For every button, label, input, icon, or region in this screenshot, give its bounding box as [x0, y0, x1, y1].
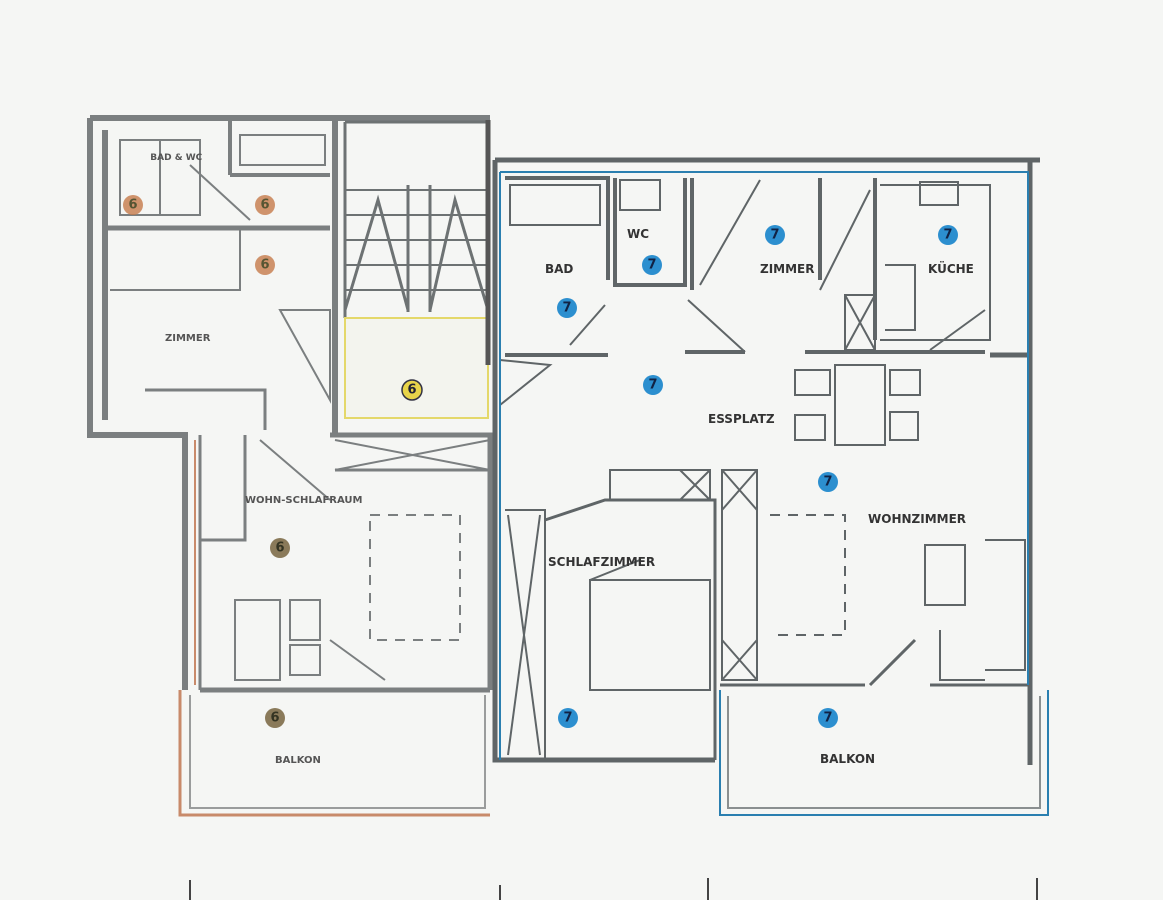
left-balcony-outline [178, 690, 490, 817]
marker-right-kueche: 7 [938, 225, 958, 245]
svg-text:7: 7 [648, 378, 657, 393]
label-left-zimmer: ZIMMER [165, 333, 211, 344]
marker-left-zimmer: 6 [255, 255, 275, 275]
marker-right-bad: 7 [557, 298, 577, 318]
label-zimmer: ZIMMER [760, 262, 815, 276]
marker-right-schlaf: 7 [558, 708, 578, 728]
label-bad: BAD [545, 262, 573, 276]
stair-landing [344, 317, 489, 419]
svg-text:7: 7 [823, 711, 832, 726]
room-markers: 6 6 6 6 6 6 7 7 7 7 7 7 7 7 [123, 195, 958, 728]
marker-right-wc: 7 [642, 255, 662, 275]
marker-stair: 6 [401, 379, 423, 401]
svg-text:6: 6 [407, 383, 416, 398]
svg-text:7: 7 [563, 711, 572, 726]
label-left-balkon: BALKON [275, 755, 321, 766]
right-unit-walls [492, 157, 1040, 765]
marker-right-flur: 7 [643, 375, 663, 395]
svg-text:6: 6 [275, 541, 284, 556]
label-left-bad-wc: BAD & WC [150, 153, 202, 163]
marker-right-wohn: 7 [818, 472, 838, 492]
svg-text:6: 6 [128, 198, 137, 213]
label-essplatz: ESSPLATZ [708, 412, 775, 426]
dimension-ticks [189, 878, 1038, 900]
svg-text:7: 7 [770, 228, 779, 243]
marker-right-zimmer: 7 [765, 225, 785, 245]
label-wc: WC [627, 227, 649, 241]
svg-text:7: 7 [943, 228, 952, 243]
svg-text:7: 7 [562, 301, 571, 316]
marker-left-bath: 6 [123, 195, 143, 215]
marker-left-hall: 6 [255, 195, 275, 215]
right-unit-outline [499, 171, 1029, 760]
svg-text:6: 6 [270, 711, 279, 726]
svg-text:6: 6 [260, 258, 269, 273]
label-left-wohn-schlafraum: WOHN-SCHLAFRAUM [245, 495, 363, 506]
marker-left-balkon: 6 [265, 708, 285, 728]
stairwell [343, 120, 490, 318]
svg-text:7: 7 [823, 475, 832, 490]
label-balkon: BALKON [820, 752, 875, 766]
marker-right-balkon: 7 [818, 708, 838, 728]
label-kueche: KÜCHE [928, 261, 974, 276]
left-unit-walls [87, 115, 493, 693]
svg-text:7: 7 [647, 258, 656, 273]
marker-left-wohn: 6 [270, 538, 290, 558]
svg-text:6: 6 [260, 198, 269, 213]
label-wohnzimmer: WOHNZIMMER [868, 512, 966, 526]
label-schlafzimmer: SCHLAFZIMMER [548, 555, 655, 569]
right-balcony-outline [719, 690, 1049, 816]
